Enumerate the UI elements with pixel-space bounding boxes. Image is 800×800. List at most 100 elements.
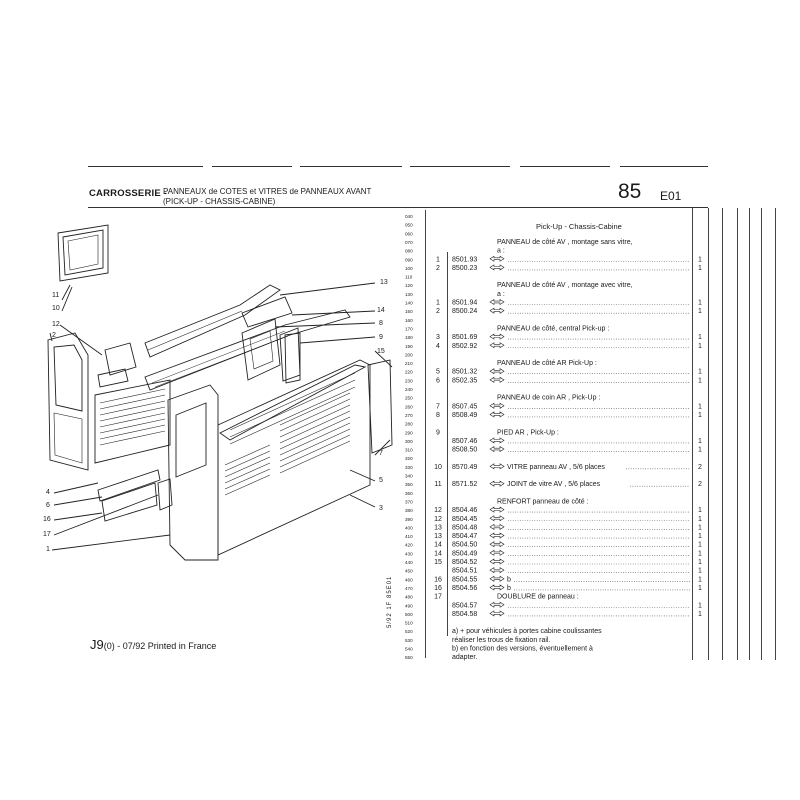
row-reference: 8504.56 (452, 585, 477, 592)
left-right-arrow-icon (489, 610, 505, 617)
table-rule-qty-l (692, 208, 693, 660)
row-line-number: 040 (405, 214, 413, 219)
left-right-arrow-icon (489, 515, 505, 522)
top-rule-4 (410, 166, 510, 167)
row-line-number: 140 (405, 301, 413, 306)
row-reference: 8504.52 (452, 559, 477, 566)
row-item-number: 2 (436, 308, 440, 315)
top-rule-6 (620, 166, 708, 167)
callout-5: 5 (379, 477, 383, 484)
callout-8: 8 (379, 320, 383, 327)
callout-9: 9 (379, 334, 383, 341)
left-right-arrow-icon (489, 575, 505, 582)
row-reference: 8504.47 (452, 533, 477, 540)
row-quantity: 1 (698, 265, 702, 272)
row-description: PANNEAU de côté, central Pick-up : (497, 325, 609, 332)
row-line-number: 500 (405, 612, 413, 617)
table-rule-c4 (761, 208, 762, 660)
row-description: réaliser les trous de fixation rail. (452, 637, 550, 644)
page-title-line1: PANNEAUX de COTES et VITRES de PANNEAUX … (163, 187, 372, 196)
row-reference: 8571.52 (452, 481, 477, 488)
callout-1: 1 (46, 546, 50, 553)
left-right-arrow-icon (489, 411, 505, 418)
row-line-number: 290 (405, 430, 413, 435)
row-reference: 8507.46 (452, 438, 477, 445)
row-line-number: 110 (405, 275, 413, 280)
row-quantity: 1 (698, 256, 702, 263)
row-line-number: 510 (405, 621, 413, 626)
row-reference: 8504.49 (452, 550, 477, 557)
row-line-number: 130 (405, 292, 413, 297)
row-reference: 8504.50 (452, 542, 477, 549)
row-quantity: 1 (698, 507, 702, 514)
row-reference: 8504.51 (452, 568, 477, 575)
callout-13: 13 (380, 279, 388, 286)
row-reference: 8501.93 (452, 256, 477, 263)
row-item-number: 16 (434, 585, 442, 592)
row-item-number: 3 (436, 334, 440, 341)
row-reference: 8504.48 (452, 524, 477, 531)
row-line-number: 220 (405, 370, 413, 375)
left-right-arrow-icon (489, 463, 505, 470)
row-line-number: 540 (405, 647, 413, 652)
table-rule-c2 (737, 208, 738, 660)
row-quantity: 1 (698, 542, 702, 549)
page-sub-number: E01 (660, 189, 682, 203)
row-reference: 8500.23 (452, 265, 477, 272)
row-description: PANNEAU de côté AV , montage sans vitre, (497, 239, 633, 246)
row-line-number: 550 (405, 655, 413, 660)
row-line-number: 410 (405, 534, 413, 539)
left-right-arrow-icon (489, 601, 505, 608)
row-line-number: 260 (405, 404, 413, 409)
row-reference: 8504.45 (452, 516, 477, 523)
table-rule-c1 (722, 208, 723, 660)
left-right-arrow-icon (489, 368, 505, 375)
page-title-line2: (PICK-UP - CHASSIS-CABINE) (163, 197, 276, 206)
row-description: PANNEAU de coin AR , Pick-Up : (497, 395, 600, 402)
row-description: RENFORT panneau de côté : (497, 498, 589, 505)
row-line-number: 400 (405, 525, 413, 530)
row-item-number: 11 (434, 481, 441, 488)
row-description: a) + pour véhicules à portes cabine coul… (452, 628, 602, 635)
row-item-number: 9 (436, 429, 440, 436)
callout-4: 4 (46, 489, 50, 496)
row-line-number: 050 (405, 223, 413, 228)
callout-11: 11 (52, 292, 60, 299)
row-reference: 8500.24 (452, 308, 477, 315)
row-line-number: 370 (405, 499, 413, 504)
row-line-number: 530 (405, 638, 413, 643)
left-right-arrow-icon (489, 480, 505, 487)
row-line-number: 270 (405, 413, 413, 418)
row-item-number: 14 (434, 550, 442, 557)
row-quantity: 1 (698, 576, 702, 583)
table-rule-c5 (775, 208, 776, 660)
row-line-number: 150 (405, 309, 413, 314)
row-reference: 8501.32 (452, 369, 477, 376)
row-item-number: 2 (436, 265, 440, 272)
row-item-number: 1 (436, 256, 440, 263)
row-line-number: 440 (405, 560, 413, 565)
callout-17: 17 (43, 531, 51, 538)
row-description: a : (497, 248, 505, 255)
row-reference: 8504.46 (452, 507, 477, 514)
row-line-number: 100 (405, 266, 413, 271)
row-reference: 8504.55 (452, 576, 477, 583)
row-line-number: 200 (405, 352, 413, 357)
callout-14: 14 (377, 307, 385, 314)
row-quantity: 1 (698, 533, 702, 540)
row-line-number: 320 (405, 456, 413, 461)
row-item-number: 6 (436, 377, 440, 384)
row-quantity: 1 (698, 516, 702, 523)
row-line-number: 070 (405, 240, 413, 245)
row-item-number: 4 (436, 343, 440, 350)
top-rule-2 (212, 166, 292, 167)
left-right-arrow-icon (489, 342, 505, 349)
row-item-number: 17 (434, 594, 442, 601)
row-reference: 8501.94 (452, 300, 477, 307)
row-line-number: 430 (405, 551, 413, 556)
table-title: Pick-Up - Chassis-Cabine (536, 222, 622, 231)
row-reference: 8501.69 (452, 334, 477, 341)
row-quantity: 1 (698, 438, 702, 445)
row-line-number: 460 (405, 577, 413, 582)
